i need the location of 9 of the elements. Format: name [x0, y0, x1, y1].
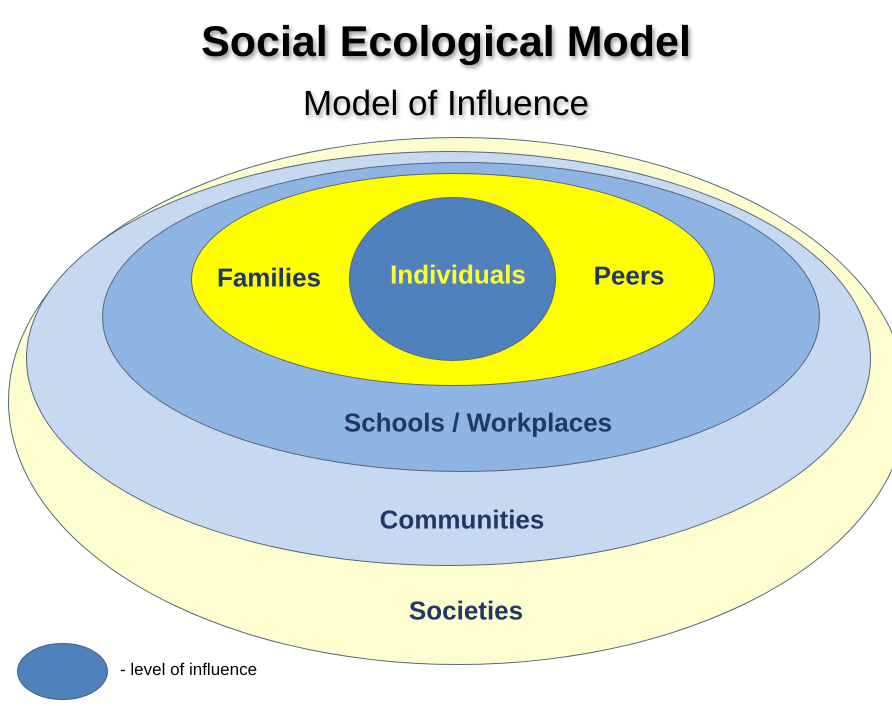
layer-label: Peers — [594, 260, 664, 292]
legend-text: - level of influence — [120, 660, 258, 680]
title: Social Ecological Model — [200, 18, 692, 67]
layer-label: Communities — [380, 504, 544, 536]
layer-label: Schools / Workplaces — [344, 408, 612, 438]
layer-label: Families — [216, 262, 322, 294]
layer-label: Societies — [408, 596, 524, 626]
layer-label: Individuals — [390, 260, 526, 290]
subtitle: Model of Influence — [302, 84, 590, 124]
